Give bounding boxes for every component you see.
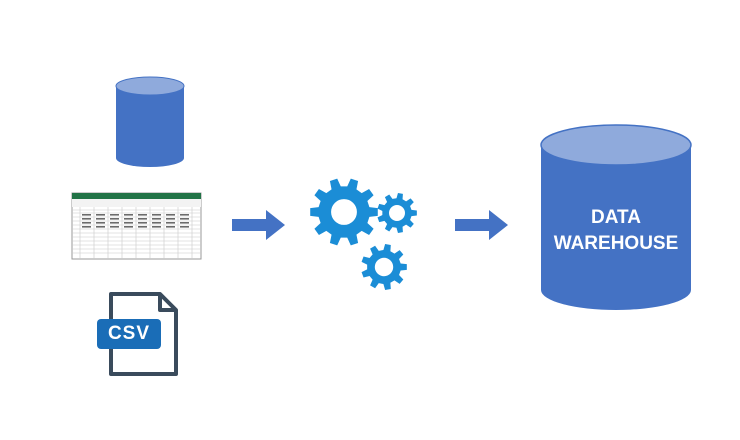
gears-icon [310, 178, 417, 290]
gear-icon [361, 244, 407, 290]
arrow-right-icon [232, 210, 285, 240]
database-icon [115, 76, 185, 167]
csv-label: CSV [107, 323, 151, 344]
csv-file-icon [97, 292, 178, 376]
warehouse-label-line2: WAREHOUSE [553, 233, 679, 254]
gear-icon [310, 178, 378, 246]
gear-icon [377, 193, 417, 233]
arrow-right-icon [455, 210, 508, 240]
spreadsheet-icon [71, 192, 202, 260]
data-warehouse-icon [540, 124, 692, 310]
warehouse-label-line1: DATA [591, 207, 641, 228]
